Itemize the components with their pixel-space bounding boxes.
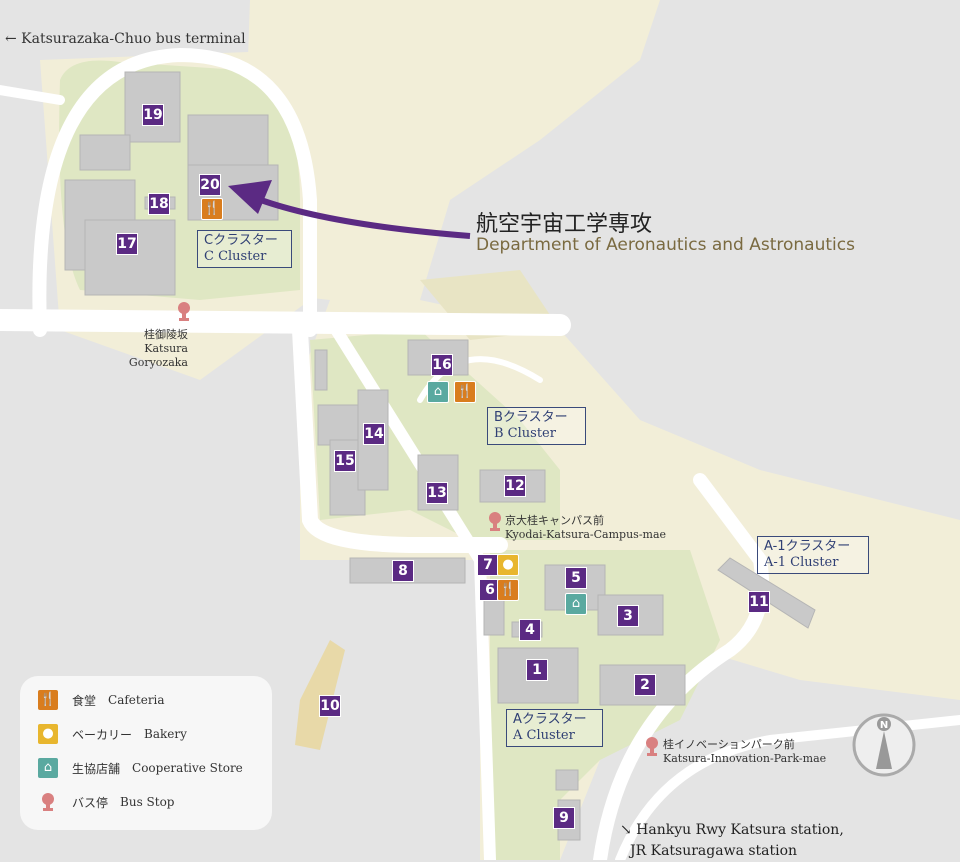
bus-stop-en: Katsura Goryozaka [128,342,188,369]
cluster-ja: Cクラスター [204,233,278,248]
building-13[interactable]: 13 [426,482,448,504]
station-line-1: ↘ Hankyu Rwy Katsura station, [620,822,844,838]
cafeteria-icon: 🍴 [38,690,58,710]
building-2[interactable]: 2 [634,674,656,696]
building-5[interactable]: 5 [565,567,587,589]
cluster-en: A Cluster [513,728,575,743]
legend-ja: 食堂 [72,693,97,708]
department-name-en: Department of Aeronautics and Astronauti… [476,235,855,255]
building-17[interactable]: 17 [116,233,138,255]
bus-stop-en: Kyodai-Katsura-Campus-mae [505,528,667,541]
building-11[interactable]: 11 [748,591,770,613]
station-line-2: JR Katsuragawa station [630,843,798,859]
map-legend: 🍴 食堂 Cafeteria ● ベーカリー Bakery ⌂ 生協店舗 Cooperati… [20,676,272,830]
legend-ja: 生協店舗 [72,761,121,776]
bus-stop-icon [42,793,54,811]
bus-stop-ja: 京大桂キャンパス前 [505,514,604,527]
legend-en: Bus Stop [120,795,175,809]
department-name-ja: 航空宇宙工学専攻 [476,212,653,237]
building-7[interactable]: 7 [477,554,499,576]
bus-terminal-link[interactable]: ← Katsurazaka-Chuo bus terminal [5,31,246,47]
legend-coop: ⌂ 生協店舗 Cooperative Store [38,758,243,778]
building-19[interactable]: 19 [142,104,164,126]
compass-icon: N [852,713,916,777]
bus-stop-en: Katsura-Innovation-Park-mae [663,752,827,765]
building-18[interactable]: 18 [148,193,170,215]
legend-ja: バス停 [72,795,109,810]
cluster-ja: Bクラスター [494,410,568,425]
cafeteria-icon[interactable]: 🍴 [497,579,519,601]
cafeteria-icon[interactable]: 🍴 [454,381,476,403]
cafeteria-icon[interactable]: 🍴 [201,198,223,220]
cluster-ja: A-1クラスター [764,539,851,554]
legend-bus-stop: バス停 Bus Stop [38,792,174,812]
cluster-ja: Aクラスター [513,712,587,727]
building-10[interactable]: 10 [319,695,341,717]
cooperative-store-icon[interactable]: ⌂ [427,381,449,403]
cooperative-store-icon[interactable]: ⌂ [565,593,587,615]
building-16[interactable]: 16 [431,354,453,376]
building-9[interactable]: 9 [553,807,575,829]
legend-bakery: ● ベーカリー Bakery [38,724,187,744]
building-12[interactable]: 12 [504,475,526,497]
building-14[interactable]: 14 [363,423,385,445]
cluster-en: B Cluster [494,426,556,441]
building-1[interactable]: 1 [526,659,548,681]
building-8[interactable]: 8 [392,560,414,582]
building-3[interactable]: 3 [617,605,639,627]
bakery-icon: ● [38,724,58,744]
building-15[interactable]: 15 [334,450,356,472]
compass-north: N [880,720,888,731]
legend-en: Bakery [144,727,187,741]
building-4[interactable]: 4 [519,619,541,641]
cooperative-store-icon: ⌂ [38,758,58,778]
legend-cafeteria: 🍴 食堂 Cafeteria [38,690,165,710]
bakery-icon[interactable]: ● [497,554,519,576]
building-20[interactable]: 20 [199,174,221,196]
cluster-en: A-1 Cluster [764,555,839,570]
station-link[interactable]: ↘ Hankyu Rwy Katsura station, JR Katsurag… [620,820,844,862]
legend-ja: ベーカリー [72,727,133,742]
bus-stop-ja: 桂イノベーションパーク前 [663,738,795,751]
legend-en: Cooperative Store [132,761,243,775]
cluster-en: C Cluster [204,249,267,264]
bus-stop-ja: 桂御陵坂 [144,328,188,341]
bus-stop-icon[interactable] [645,737,659,757]
bus-stop-icon[interactable] [177,302,191,322]
legend-en: Cafeteria [108,693,165,707]
bus-stop-icon[interactable] [488,512,502,532]
